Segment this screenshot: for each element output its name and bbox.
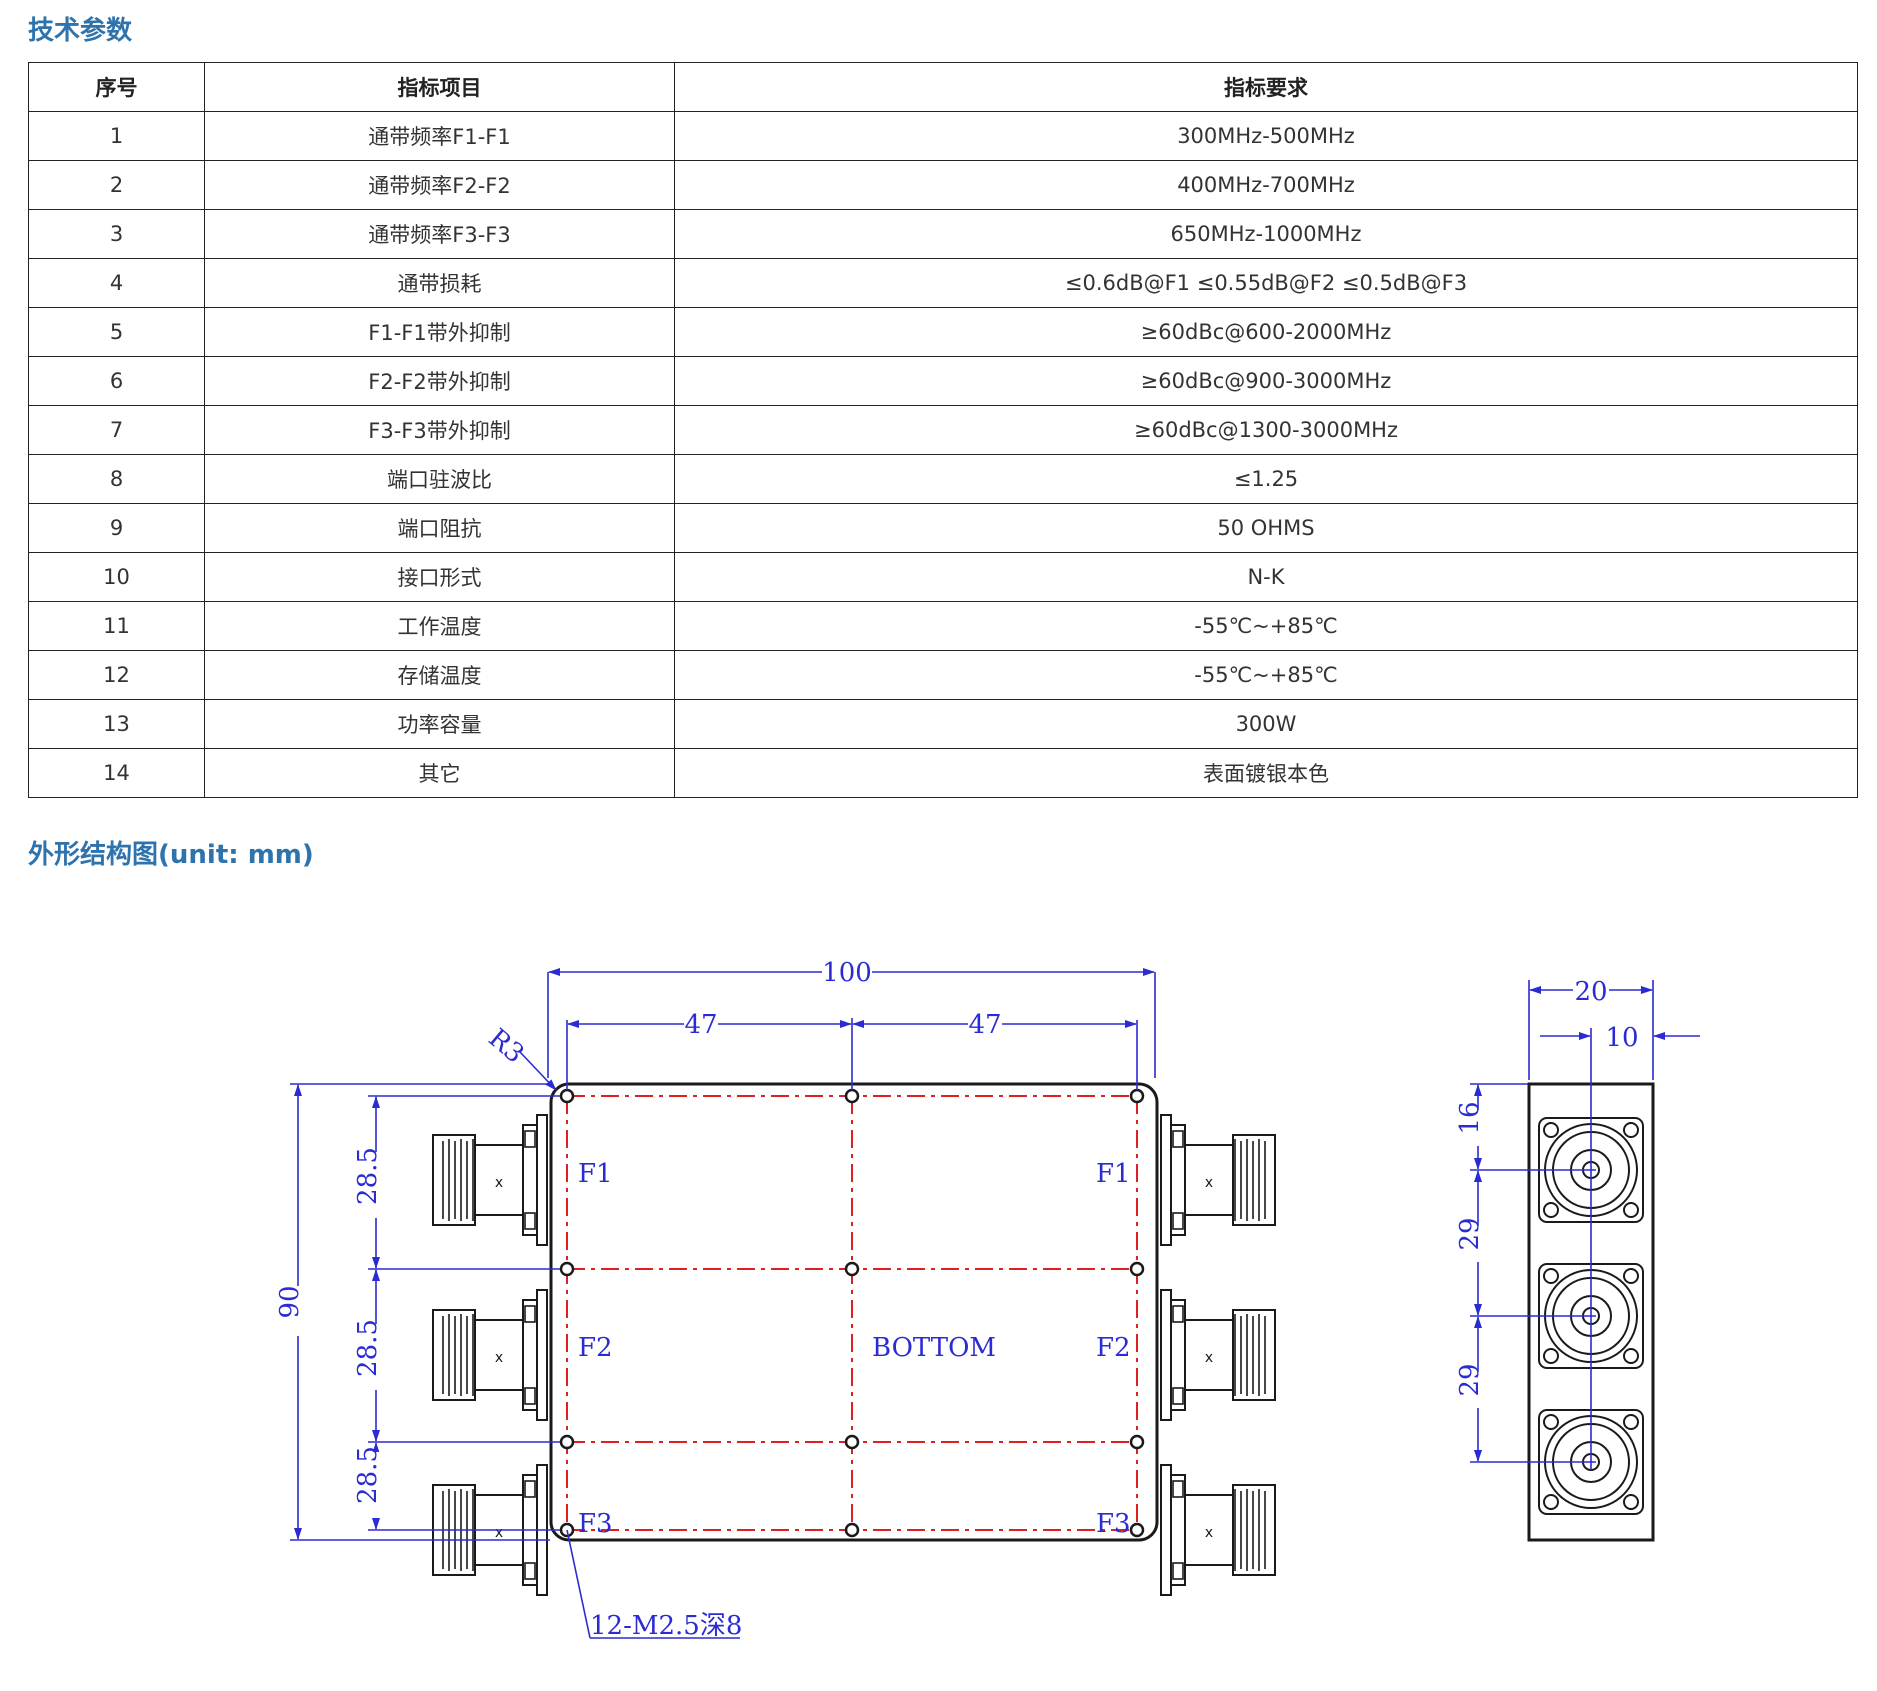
cell-requirement: 300W bbox=[674, 699, 1858, 749]
dim-right-47: 47 bbox=[968, 1010, 1001, 1040]
cell-index: 7 bbox=[28, 405, 205, 455]
label-f1-right: F1 bbox=[1096, 1159, 1131, 1189]
connector-right-f1 bbox=[1160, 1114, 1276, 1246]
cell-index: 3 bbox=[28, 209, 205, 259]
cell-item: 通带频率F3-F3 bbox=[204, 209, 675, 259]
dim-holes-callout: 12-M2.5深8 bbox=[590, 1611, 742, 1641]
connector-right-f2 bbox=[1160, 1289, 1276, 1421]
dim-width-100: 100 bbox=[822, 958, 872, 988]
dim-left-47: 47 bbox=[684, 1010, 717, 1040]
dim-side-10: 10 bbox=[1605, 1023, 1638, 1053]
dim-side-20: 20 bbox=[1574, 977, 1607, 1007]
dim-height-90: 90 bbox=[275, 1285, 305, 1318]
cell-item: 接口形式 bbox=[204, 552, 675, 602]
label-f1-left: F1 bbox=[578, 1159, 613, 1189]
cell-requirement: N-K bbox=[674, 552, 1858, 602]
cell-index: 11 bbox=[28, 601, 205, 651]
outline-drawing: x F1 F1 F2 F2 F3 F3 BOTTOM bbox=[275, 956, 1700, 1641]
cell-requirement: -55℃~+85℃ bbox=[674, 650, 1858, 700]
cell-requirement: ≥60dBc@1300-3000MHz bbox=[674, 405, 1858, 455]
dim-side-29b: 29 bbox=[1455, 1363, 1485, 1396]
label-f3-right: F3 bbox=[1096, 1509, 1131, 1539]
cell-item: 工作温度 bbox=[204, 601, 675, 651]
cell-requirement: ≥60dBc@900-3000MHz bbox=[674, 356, 1858, 406]
dim-pitch-2: 28.5 bbox=[353, 1319, 383, 1377]
cell-item: 端口驻波比 bbox=[204, 454, 675, 504]
cell-requirement: ≤0.6dB@F1 ≤0.55dB@F2 ≤0.5dB@F3 bbox=[674, 258, 1858, 308]
section-title-outline: 外形结构图(unit: mm) bbox=[28, 840, 314, 870]
dim-side-29a: 29 bbox=[1455, 1217, 1485, 1250]
cell-requirement: 300MHz-500MHz bbox=[674, 111, 1858, 161]
header-index: 序号 bbox=[28, 62, 205, 112]
cell-requirement: 50 OHMS bbox=[674, 503, 1858, 553]
cell-index: 2 bbox=[28, 160, 205, 210]
cell-item: F1-F1带外抑制 bbox=[204, 307, 675, 357]
housing-outline bbox=[549, 1082, 1159, 1542]
cell-index: 4 bbox=[28, 258, 205, 308]
label-f2-left: F2 bbox=[578, 1333, 613, 1363]
cell-index: 1 bbox=[28, 111, 205, 161]
dim-pitch-1: 28.5 bbox=[353, 1147, 383, 1205]
cell-index: 14 bbox=[28, 748, 205, 798]
cell-item: F2-F2带外抑制 bbox=[204, 356, 675, 406]
section-title-tech-params: 技术参数 bbox=[28, 16, 133, 46]
cell-item: 其它 bbox=[204, 748, 675, 798]
cell-index: 13 bbox=[28, 699, 205, 749]
cell-item: 存储温度 bbox=[204, 650, 675, 700]
cell-index: 10 bbox=[28, 552, 205, 602]
cell-item: 端口阻抗 bbox=[204, 503, 675, 553]
cell-item: 功率容量 bbox=[204, 699, 675, 749]
label-bottom: BOTTOM bbox=[872, 1333, 996, 1363]
cell-requirement: ≥60dBc@600-2000MHz bbox=[674, 307, 1858, 357]
cell-item: 通带损耗 bbox=[204, 258, 675, 308]
cell-item: 通带频率F1-F1 bbox=[204, 111, 675, 161]
cell-requirement: ≤1.25 bbox=[674, 454, 1858, 504]
cell-item: 通带频率F2-F2 bbox=[204, 160, 675, 210]
label-f3-left: F3 bbox=[578, 1509, 613, 1539]
cell-requirement: 650MHz-1000MHz bbox=[674, 209, 1858, 259]
cell-item: F3-F3带外抑制 bbox=[204, 405, 675, 455]
connector-left-f2 bbox=[432, 1289, 548, 1421]
header-requirement: 指标要求 bbox=[674, 62, 1858, 112]
cell-requirement: 400MHz-700MHz bbox=[674, 160, 1858, 210]
cell-requirement: 表面镀银本色 bbox=[674, 748, 1858, 798]
table-header-row: 序号 指标项目 指标要求 bbox=[28, 62, 1858, 112]
cell-index: 8 bbox=[28, 454, 205, 504]
dim-pitch-3: 28.5 bbox=[353, 1446, 383, 1504]
cell-index: 6 bbox=[28, 356, 205, 406]
connector-right-f3 bbox=[1160, 1464, 1276, 1596]
label-f2-right: F2 bbox=[1096, 1333, 1131, 1363]
cell-index: 12 bbox=[28, 650, 205, 700]
header-item: 指标项目 bbox=[204, 62, 675, 112]
cell-index: 9 bbox=[28, 503, 205, 553]
mounting-holes bbox=[559, 1088, 1145, 1538]
dim-radius: R3 bbox=[482, 1023, 529, 1069]
cell-index: 5 bbox=[28, 307, 205, 357]
connector-left-f1 bbox=[432, 1114, 548, 1246]
cell-requirement: -55℃~+85℃ bbox=[674, 601, 1858, 651]
dim-side-16: 16 bbox=[1455, 1101, 1485, 1134]
